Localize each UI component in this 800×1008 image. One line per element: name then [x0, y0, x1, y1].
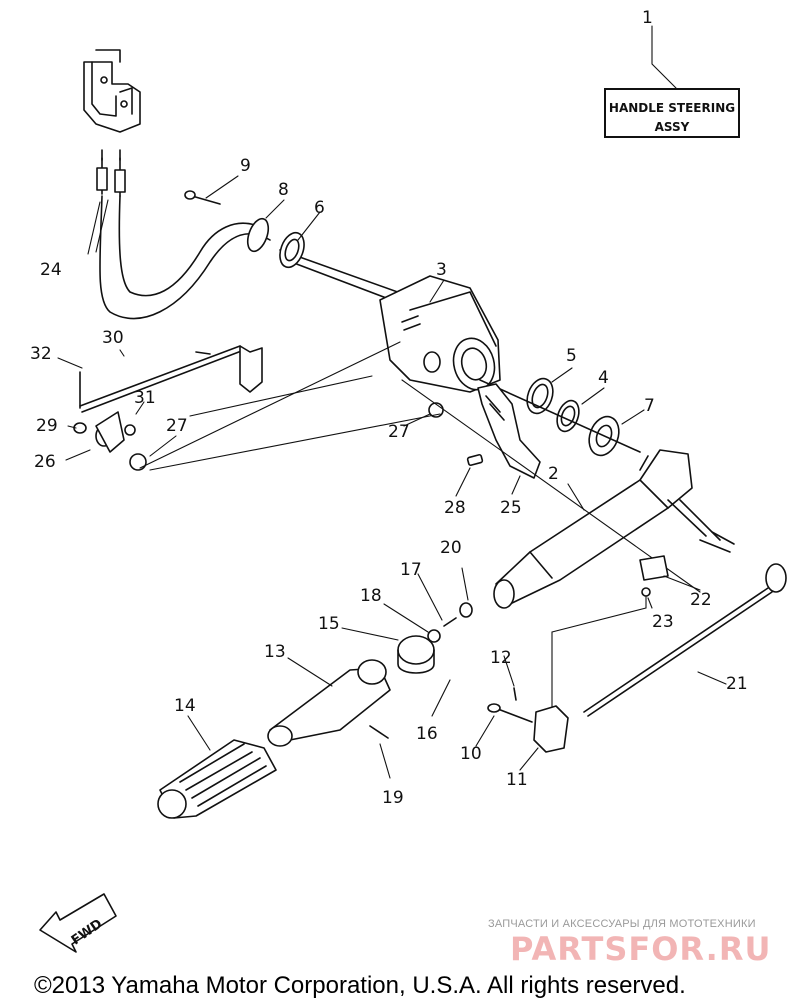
- friction-adjuster: [487, 687, 569, 753]
- part-number-label: 6: [314, 198, 325, 218]
- part-number-label: 26: [34, 452, 56, 472]
- part-number-label: 13: [264, 642, 286, 662]
- callout-line-1: HANDLE STEERING: [608, 101, 736, 115]
- part-number-label: 30: [102, 328, 124, 348]
- part-number-label: 3: [436, 260, 447, 280]
- throttle-cables: [96, 149, 271, 320]
- part-number-label: 11: [506, 770, 528, 790]
- cable-bracket: [83, 49, 141, 133]
- part-number-label: 31: [134, 388, 156, 408]
- part-number-label: 23: [652, 612, 674, 632]
- part-number-label: 27: [388, 422, 410, 442]
- part-number-label: 17: [400, 560, 422, 580]
- fwd-arrow: [39, 893, 117, 953]
- part-number-label: 21: [726, 674, 748, 694]
- part-number-label: 19: [382, 788, 404, 808]
- part-number-label: 18: [360, 586, 382, 606]
- throttle-lever: [477, 383, 541, 479]
- part-number-label: 9: [240, 156, 251, 176]
- steering-shaft: [184, 190, 421, 311]
- part-number-label: 29: [36, 416, 58, 436]
- grip-parts: [397, 602, 473, 674]
- leader-lines: [139, 341, 701, 721]
- callout-line-2: ASSY: [654, 120, 690, 134]
- part-number-label: 24: [40, 260, 62, 280]
- pin: [466, 453, 484, 467]
- throttle-stop-screw: [583, 563, 787, 717]
- part-number-label: 27: [166, 416, 188, 436]
- part-number-label: 5: [566, 346, 577, 366]
- part-number-label: 20: [440, 538, 462, 558]
- part-number-label: 14: [174, 696, 196, 716]
- callout-lines: [57, 25, 727, 779]
- part-number-label: 2: [548, 464, 559, 484]
- watermark-logo: PARTSFOR.RU: [510, 930, 772, 968]
- part-number-label: 10: [460, 744, 482, 764]
- assembly-callout: HANDLE STEERING ASSY: [604, 88, 740, 138]
- washers: [479, 377, 641, 457]
- link-rod: [73, 345, 444, 471]
- steering-handle-arm: [493, 449, 735, 609]
- copyright-notice: ©2013 Yamaha Motor Corporation, U.S.A. A…: [34, 972, 686, 999]
- cable-clamp: [639, 555, 669, 597]
- part-number-label: 15: [318, 614, 340, 634]
- part-number-label: 32: [30, 344, 52, 364]
- part-number-label: 8: [278, 180, 289, 200]
- part-number-label: 25: [500, 498, 522, 518]
- part-number-label: 22: [690, 590, 712, 610]
- throttle-grip: [157, 659, 391, 819]
- part-number-1: 1: [642, 8, 653, 28]
- part-number-label: 12: [490, 648, 512, 668]
- watermark-tagline: ЗАПЧАСТИ И АКСЕССУАРЫ ДЛЯ МОТОТЕХНИКИ: [488, 918, 756, 930]
- part-number-label: 16: [416, 724, 438, 744]
- handle-bracket-housing: [379, 275, 501, 393]
- part-number-label: 7: [644, 396, 655, 416]
- part-number-label: 4: [598, 368, 609, 388]
- part-number-label: 28: [444, 498, 466, 518]
